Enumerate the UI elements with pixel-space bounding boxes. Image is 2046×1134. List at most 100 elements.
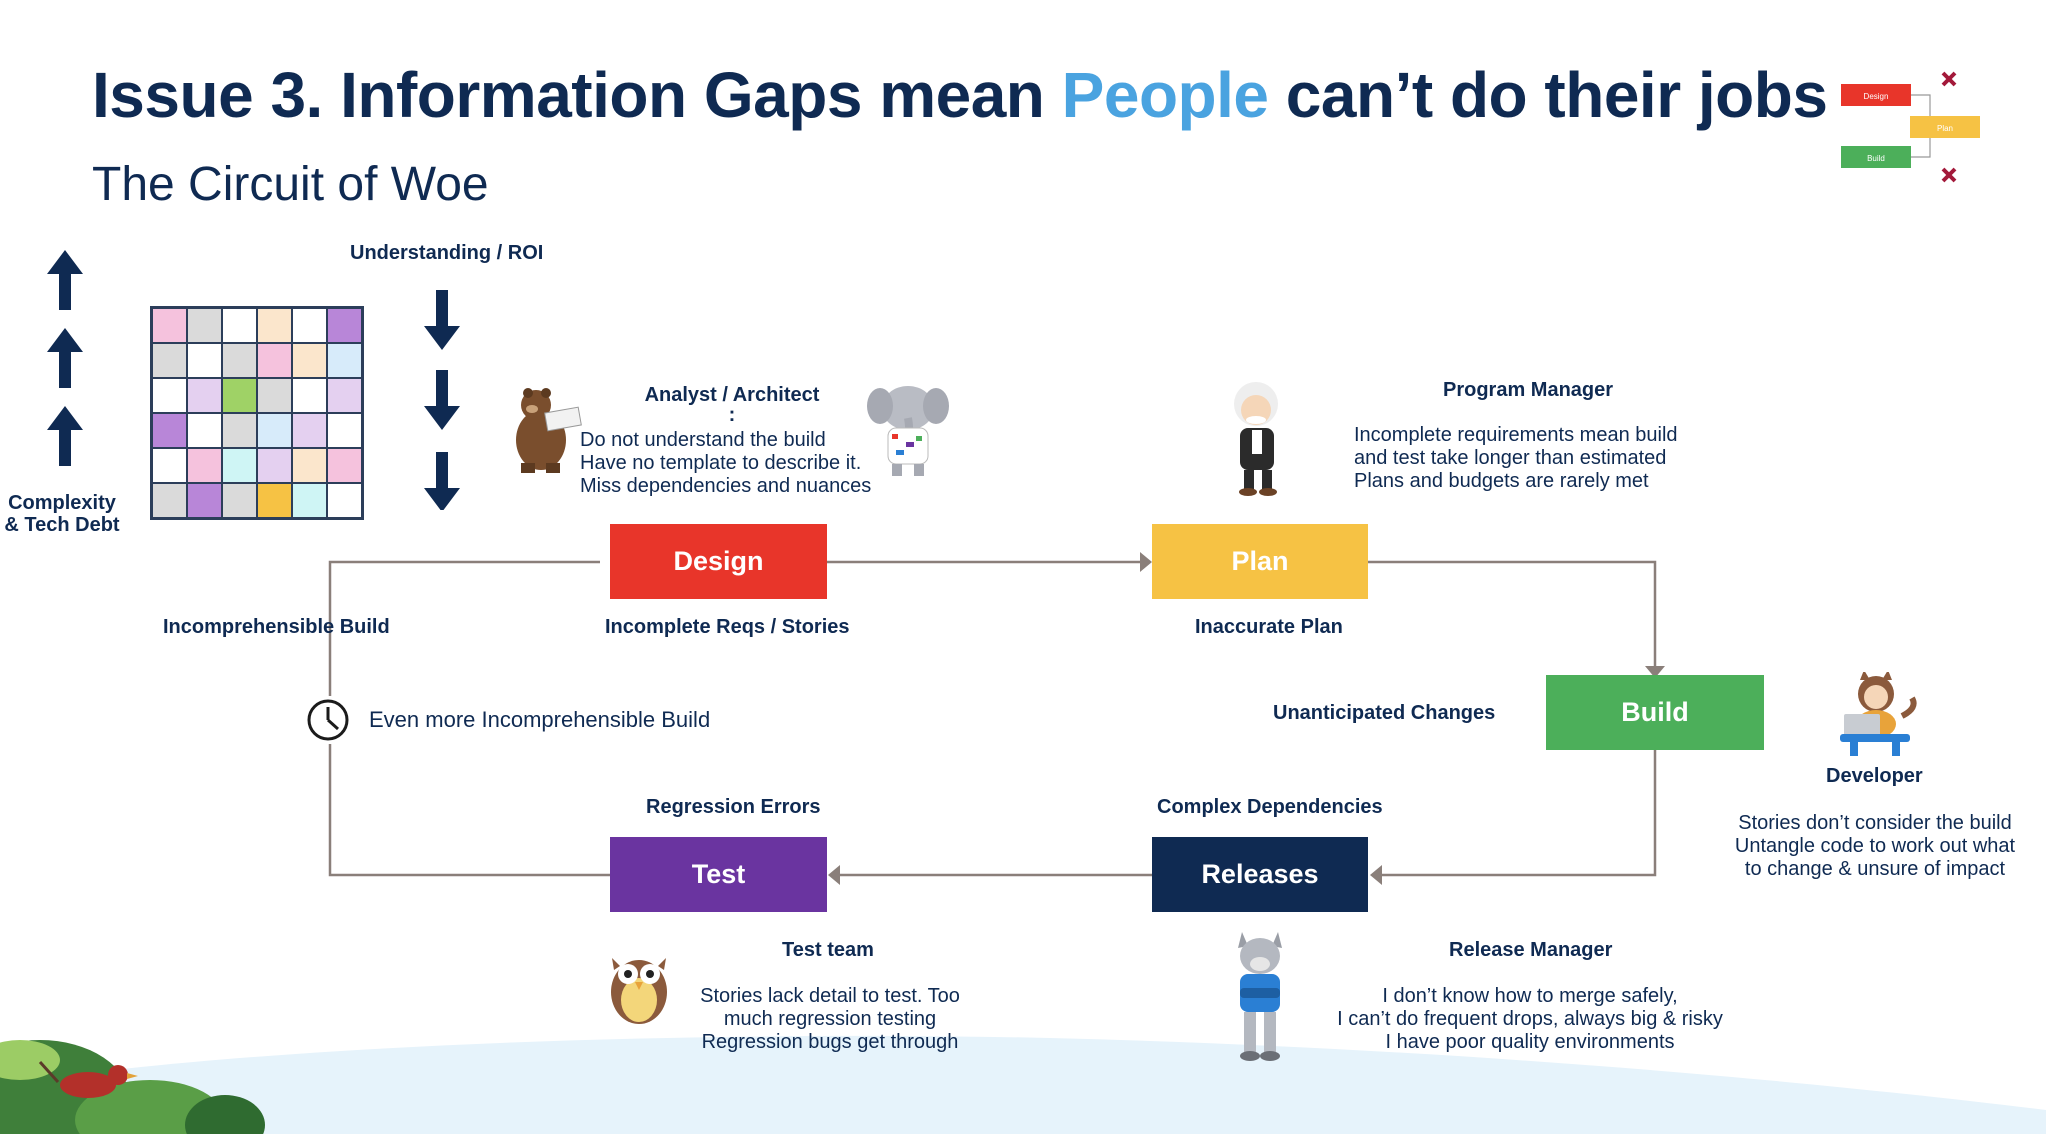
page-title: Issue 3. Information Gaps mean People ca… bbox=[92, 58, 1828, 132]
grid-cell bbox=[257, 448, 292, 483]
grid-cell bbox=[187, 378, 222, 413]
grid-cell bbox=[327, 413, 362, 448]
mini-build-label: Build bbox=[1867, 154, 1885, 163]
grid-cell bbox=[257, 378, 292, 413]
developer-line: to change & unsure of impact bbox=[1744, 858, 2006, 880]
grid-cell bbox=[257, 413, 292, 448]
test-team-line: much regression testing bbox=[723, 1008, 937, 1030]
grid-cell bbox=[327, 343, 362, 378]
grid-cell bbox=[152, 413, 187, 448]
analyst-line: Do not understand the build bbox=[580, 429, 826, 451]
mini-flow-thumbnail: Design Plan Build bbox=[1841, 71, 1980, 183]
mini-design-label: Design bbox=[1864, 92, 1889, 101]
grid-cell bbox=[222, 343, 257, 378]
test-team-description: Stories lack detail to test. Too much re… bbox=[675, 985, 985, 1054]
grid-cell bbox=[327, 308, 362, 343]
analyst-description: Do not understand the build Have no temp… bbox=[580, 429, 871, 498]
program-manager-line: and test take longer than estimated bbox=[1354, 447, 1667, 469]
grid-cell bbox=[257, 483, 292, 518]
down-arrow-icon bbox=[424, 452, 460, 510]
release-manager-line: I can’t do frequent drops, always big & … bbox=[1337, 1008, 1723, 1030]
title-highlight: People bbox=[1061, 59, 1269, 131]
release-manager-description: I don’t know how to merge safely, I can’… bbox=[1310, 985, 1750, 1054]
analyst-line: Miss dependencies and nuances bbox=[580, 475, 872, 497]
grid-cell bbox=[222, 308, 257, 343]
grid-cell bbox=[292, 413, 327, 448]
wolf-mascot-icon bbox=[1238, 932, 1282, 1061]
owl-mascot-icon bbox=[611, 958, 667, 1024]
grid-cell bbox=[152, 483, 187, 518]
test-team-line: Stories lack detail to test. Too bbox=[700, 985, 960, 1007]
issue-inaccurate-plan: Inaccurate Plan bbox=[1195, 616, 1343, 638]
einstein-mascot-icon bbox=[1234, 382, 1278, 496]
developer-description: Stories don’t consider the build Untangl… bbox=[1700, 812, 2046, 881]
arrowhead bbox=[1645, 666, 1665, 678]
clock-icon bbox=[307, 699, 349, 741]
complexity-label: Complexity & Tech Debt bbox=[2, 492, 122, 536]
release-manager-role: Release Manager bbox=[1449, 939, 1613, 961]
release-manager-line: I don’t know how to merge safely, bbox=[1382, 985, 1678, 1007]
developer-role: Developer bbox=[1826, 765, 1923, 787]
mini-plan-label: Plan bbox=[1937, 124, 1953, 133]
grid-cell bbox=[222, 448, 257, 483]
plan-to-build-line bbox=[1368, 560, 1657, 666]
cross-icon-bottom bbox=[1941, 167, 1957, 183]
grid-cell bbox=[327, 378, 362, 413]
arrowhead bbox=[1140, 552, 1152, 572]
complexity-grid bbox=[150, 306, 364, 520]
grid-cell bbox=[222, 378, 257, 413]
grid-cell bbox=[187, 448, 222, 483]
grid-cell bbox=[152, 308, 187, 343]
down-arrows bbox=[424, 290, 460, 510]
grid-cell bbox=[187, 343, 222, 378]
issue-even-more: Even more Incomprehensible Build bbox=[369, 707, 711, 732]
grid-cell bbox=[327, 448, 362, 483]
complexity-line: Complexity bbox=[8, 492, 116, 514]
grid-cell bbox=[327, 483, 362, 518]
grid-cell bbox=[187, 483, 222, 518]
issue-incomprehensible-build: Incomprehensible Build bbox=[163, 616, 390, 638]
hill-shape bbox=[0, 1035, 2046, 1134]
grid-cell bbox=[222, 483, 257, 518]
page-subtitle: The Circuit of Woe bbox=[92, 158, 489, 211]
developer-line: Stories don’t consider the build bbox=[1738, 812, 2012, 834]
program-manager-role: Program Manager bbox=[1443, 379, 1614, 401]
test-team-role: Test team bbox=[782, 939, 874, 961]
mini-plan-box bbox=[1910, 116, 1980, 138]
elephant-mascot-icon bbox=[867, 386, 949, 476]
up-arrow-icon bbox=[47, 406, 83, 466]
issue-unanticipated-changes: Unanticipated Changes bbox=[1273, 702, 1496, 724]
program-manager-line: Plans and budgets are rarely met bbox=[1354, 470, 1649, 492]
test-team-line: Regression bugs get through bbox=[701, 1031, 959, 1053]
understanding-label: Understanding / ROI bbox=[350, 242, 544, 264]
test-to-clock-line bbox=[328, 744, 610, 877]
stage-plan-box: Plan bbox=[1152, 524, 1368, 599]
arrowhead bbox=[1370, 865, 1382, 885]
mini-design-box bbox=[1841, 84, 1911, 106]
grid-cell bbox=[152, 378, 187, 413]
grid-cell bbox=[292, 483, 327, 518]
astro-developer-mascot-icon bbox=[1840, 672, 1917, 756]
up-arrow-icon bbox=[47, 250, 83, 310]
analyst-colon: : bbox=[728, 404, 736, 426]
title-suffix: can’t do their jobs bbox=[1268, 59, 1828, 131]
issue-regression-errors: Regression Errors bbox=[646, 796, 821, 818]
release-manager-line: I have poor quality environments bbox=[1385, 1031, 1675, 1053]
build-to-releases-line bbox=[1382, 750, 1657, 877]
up-arrows bbox=[47, 250, 83, 466]
program-manager-description: Incomplete requirements mean build and t… bbox=[1354, 424, 1678, 493]
title-prefix: Issue 3. Information Gaps mean bbox=[92, 59, 1062, 131]
issue-incomplete-reqs: Incomplete Reqs / Stories bbox=[605, 616, 850, 638]
program-manager-line: Incomplete requirements mean build bbox=[1354, 424, 1678, 446]
grid-cell bbox=[292, 308, 327, 343]
issue-complex-dependencies: Complex Dependencies bbox=[1157, 796, 1383, 818]
down-arrow-icon bbox=[424, 370, 460, 430]
clock-to-design-line bbox=[328, 560, 600, 696]
grid-cell bbox=[257, 308, 292, 343]
analyst-role: Analyst / Architect bbox=[644, 384, 820, 406]
down-arrow-icon bbox=[424, 290, 460, 350]
grid-cell bbox=[222, 413, 257, 448]
grid-cell bbox=[292, 448, 327, 483]
